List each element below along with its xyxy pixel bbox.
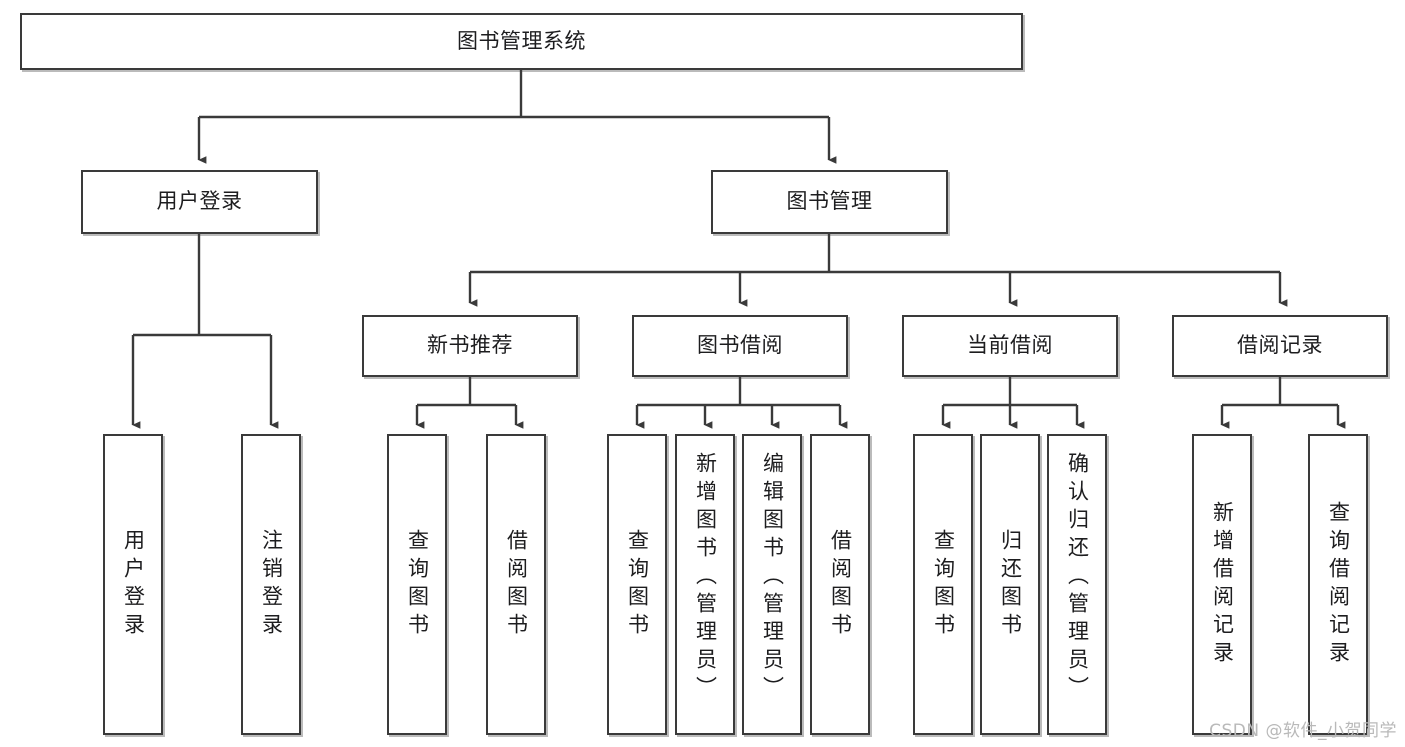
node-label: 查询图书	[625, 528, 650, 641]
leaf-book-borrow-2[interactable]: 编辑图书（管理员）	[742, 434, 802, 735]
node-borrow-record[interactable]: 借阅记录	[1172, 315, 1388, 377]
csdn-watermark: CSDN @软件_小贺同学	[1209, 721, 1397, 741]
node-user-login[interactable]: 用户登录	[81, 170, 318, 234]
node-label: 归还图书	[998, 528, 1023, 641]
node-label: 查询借阅记录	[1326, 500, 1351, 669]
node-label: 借阅图书	[504, 528, 529, 641]
node-label: 新增借阅记录	[1210, 500, 1235, 669]
leaf-current-borrow-0[interactable]: 查询图书	[913, 434, 973, 735]
node-root-title[interactable]: 图书管理系统	[20, 13, 1023, 70]
leaf-current-borrow-1[interactable]: 归还图书	[980, 434, 1040, 735]
node-label: 借阅图书	[828, 528, 853, 641]
leaf-user-login-0[interactable]: 用户登录	[103, 434, 163, 735]
node-label: 注销登录	[259, 528, 284, 641]
node-label: 新书推荐	[427, 333, 513, 358]
leaf-new-book-recommend-0[interactable]: 查询图书	[387, 434, 447, 735]
leaf-borrow-record-1[interactable]: 查询借阅记录	[1308, 434, 1368, 735]
leaf-book-borrow-0[interactable]: 查询图书	[607, 434, 667, 735]
leaf-new-book-recommend-1[interactable]: 借阅图书	[486, 434, 546, 735]
node-current-borrow[interactable]: 当前借阅	[902, 315, 1118, 377]
node-new-book-recommend[interactable]: 新书推荐	[362, 315, 578, 377]
node-label: 图书借阅	[697, 333, 783, 358]
node-label: 用户登录	[156, 189, 243, 214]
node-label: 当前借阅	[967, 333, 1053, 358]
node-label: 新增图书（管理员）	[693, 452, 718, 704]
node-label: 图书管理	[786, 189, 873, 214]
node-label: 确认归还（管理员）	[1065, 452, 1090, 704]
node-label: 编辑图书（管理员）	[760, 452, 785, 704]
node-label: 用户登录	[121, 528, 146, 641]
node-label: 查询图书	[405, 528, 430, 641]
leaf-book-borrow-3[interactable]: 借阅图书	[810, 434, 870, 735]
node-label: 图书管理系统	[457, 28, 586, 53]
leaf-current-borrow-2[interactable]: 确认归还（管理员）	[1047, 434, 1107, 735]
leaf-user-login-1[interactable]: 注销登录	[241, 434, 301, 735]
node-label: 借阅记录	[1237, 333, 1323, 358]
node-book-borrow[interactable]: 图书借阅	[632, 315, 848, 377]
leaf-borrow-record-0[interactable]: 新增借阅记录	[1192, 434, 1252, 735]
leaf-book-borrow-1[interactable]: 新增图书（管理员）	[675, 434, 735, 735]
node-book-management[interactable]: 图书管理	[711, 170, 948, 234]
node-label: 查询图书	[931, 528, 956, 641]
